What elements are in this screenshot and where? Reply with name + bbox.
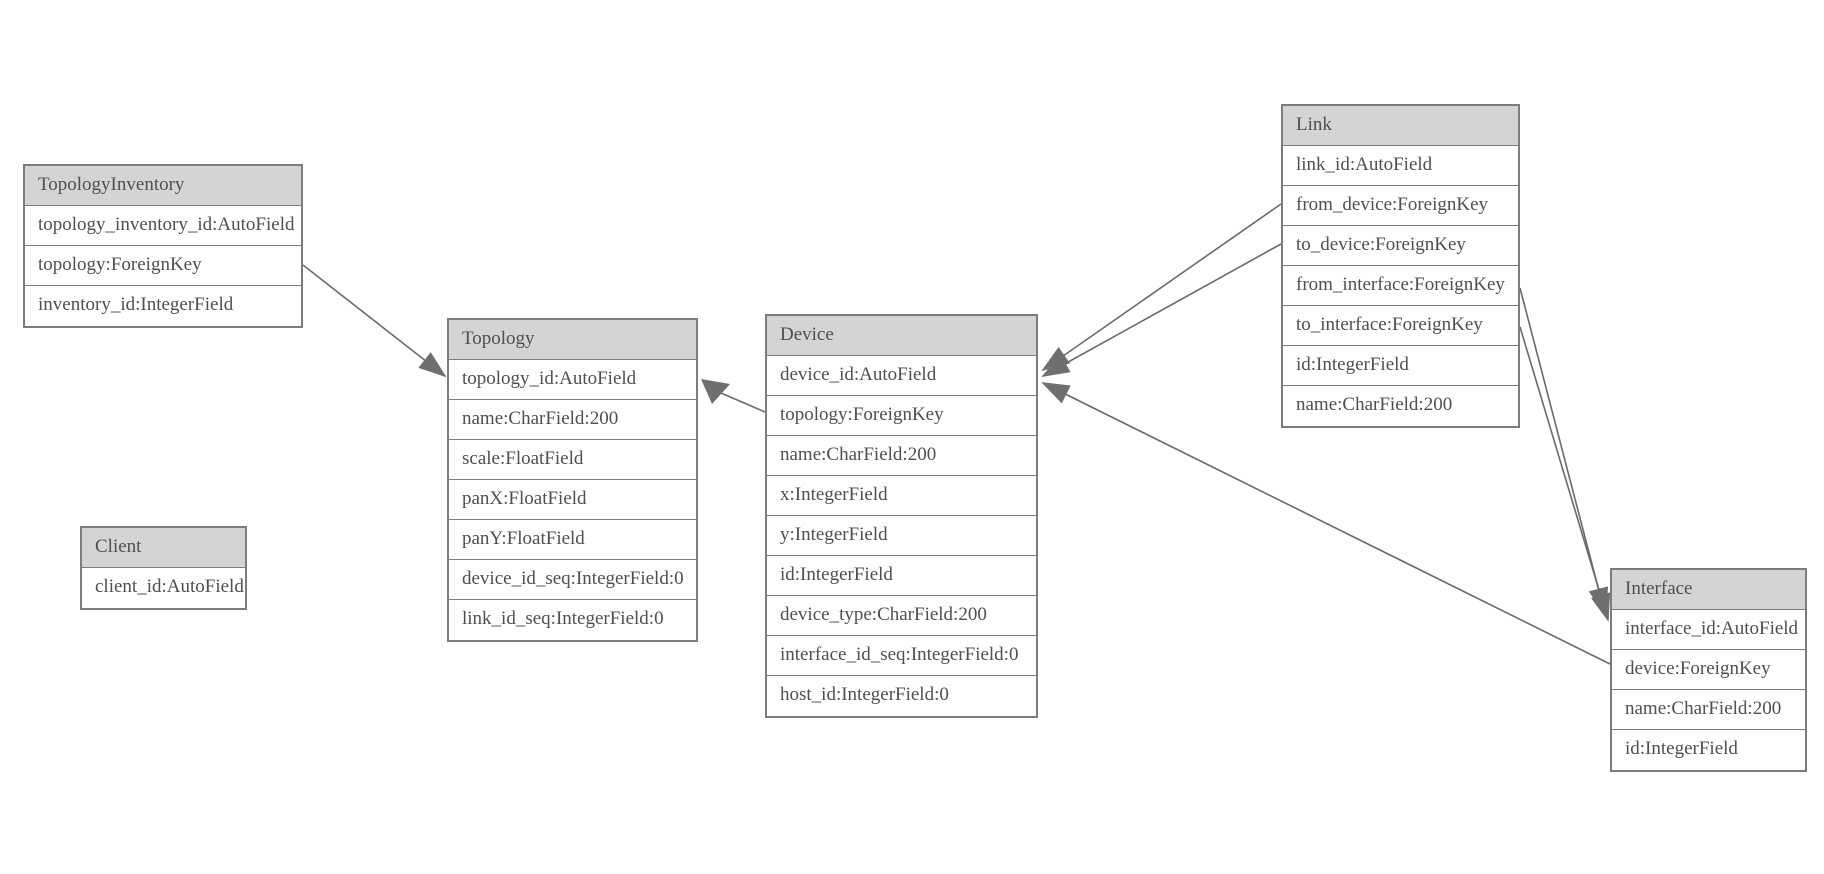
field-row: scale:FloatField — [449, 440, 696, 480]
connector-link-tointerface-interface — [1519, 326, 1611, 622]
entity-topologyinventory: TopologyInventory topology_inventory_id:… — [23, 164, 303, 328]
field-row: client_id:AutoField — [95, 576, 244, 597]
field-row: interface_id_seq:IntegerField:0 — [767, 636, 1036, 676]
field-row: device_id_seq:IntegerField:0 — [449, 560, 696, 600]
field-row: name:CharField:200 — [449, 400, 696, 440]
entity-device-title: Device — [767, 316, 1036, 356]
entity-link-title: Link — [1283, 106, 1518, 146]
connector-link-todevice-device — [1041, 243, 1282, 377]
field-row: host_id:IntegerField:0 — [780, 684, 949, 705]
field-row: topology:ForeignKey — [25, 246, 301, 286]
entity-client-fields: client_id:AutoField — [82, 568, 245, 608]
field-row: device:ForeignKey — [1612, 650, 1805, 690]
field-row: topology:ForeignKey — [767, 396, 1036, 436]
connector-device-topology — [720, 392, 766, 413]
field-row: x:IntegerField — [767, 476, 1036, 516]
connector-link-fromdevice-device — [1041, 203, 1282, 372]
field-row: id:IntegerField — [1283, 346, 1518, 386]
entity-topology-title: Topology — [449, 320, 696, 360]
field-row: name:CharField:200 — [767, 436, 1036, 476]
field-row: topology_id:AutoField — [449, 360, 696, 400]
field-row: device_id:AutoField — [767, 356, 1036, 396]
field-row: id:IntegerField — [767, 556, 1036, 596]
connector-link-frominterface-interface — [1519, 287, 1609, 616]
field-row: to_interface:ForeignKey — [1283, 306, 1518, 346]
field-row: y:IntegerField — [767, 516, 1036, 556]
field-row: from_interface:ForeignKey — [1283, 266, 1518, 306]
field-row: device_type:CharField:200 — [767, 596, 1036, 636]
entity-interface-title: Interface — [1612, 570, 1805, 610]
field-row: id:IntegerField — [1625, 738, 1738, 759]
field-row: from_device:ForeignKey — [1283, 186, 1518, 226]
entity-topologyinventory-title: TopologyInventory — [25, 166, 301, 206]
field-row: panY:FloatField — [449, 520, 696, 560]
field-row: panX:FloatField — [449, 480, 696, 520]
field-row: link_id:AutoField — [1283, 146, 1518, 186]
field-row: name:CharField:200 — [1296, 394, 1453, 415]
field-row: inventory_id:IntegerField — [38, 294, 234, 315]
field-row: topology_inventory_id:AutoField — [25, 206, 301, 246]
connector-topologyinventory-topology — [302, 264, 447, 378]
entity-client-title: Client — [82, 528, 245, 568]
field-row: link_id_seq:IntegerField:0 — [462, 608, 664, 629]
field-row: interface_id:AutoField — [1612, 610, 1805, 650]
entity-client: Client client_id:AutoField — [80, 526, 247, 610]
field-row: to_device:ForeignKey — [1283, 226, 1518, 266]
field-row: name:CharField:200 — [1612, 690, 1805, 730]
connector-device-topology-arrowhead — [701, 379, 730, 404]
